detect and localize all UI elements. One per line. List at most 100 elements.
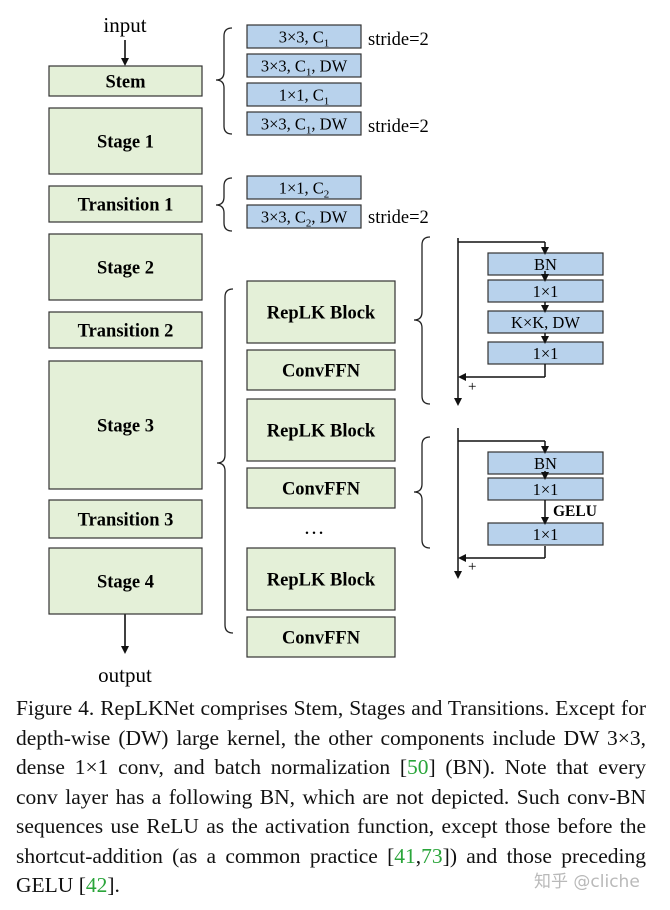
replk-block-1: RepLK Block	[246, 280, 396, 344]
block-stage-2: Stage 2	[48, 233, 203, 301]
stride-label-3: stride=2	[368, 208, 429, 228]
replk-kxk-dw: K×K, DW	[487, 310, 604, 334]
block-stage-1-label: Stage 1	[97, 133, 154, 153]
brace-stage	[216, 288, 234, 634]
stem-conv-4-text: 3×3, C	[261, 115, 306, 134]
convffn-conv1x1-a-label: 1×1	[533, 480, 559, 499]
figure-caption: Figure 4. RepLKNet comprises Stem, Stage…	[16, 694, 646, 901]
stem-conv-2-label: 3×3, C1, DW	[261, 57, 348, 79]
convffn-plus: +	[468, 559, 476, 575]
replk-shortcut	[454, 238, 549, 406]
stem-conv-3-sub: 1	[324, 96, 330, 108]
brace-replk	[413, 236, 431, 405]
cite-50[interactable]: 50	[407, 755, 429, 779]
transition-conv-1-text: 1×1, C	[279, 179, 324, 198]
caption-text-4: ].	[107, 873, 120, 897]
block-stage-4: Stage 4	[48, 547, 203, 615]
block-stage-1: Stage 1	[48, 107, 203, 175]
block-transition-3-label: Transition 3	[78, 511, 174, 531]
ellipsis: …	[304, 515, 325, 539]
block-stem-label: Stem	[105, 73, 146, 93]
convffn-block-3: ConvFFN	[246, 616, 396, 658]
block-stem: Stem	[48, 65, 203, 97]
block-stage-3: Stage 3	[48, 360, 203, 490]
convffn-block-2: ConvFFN	[246, 467, 396, 509]
replk-plus: +	[468, 379, 476, 395]
watermark: 知乎 @cliche	[534, 872, 640, 892]
replk-conv1x1-b: 1×1	[487, 341, 604, 365]
transition-conv-2-label: 3×3, C2, DW	[261, 208, 348, 230]
block-stage-4-label: Stage 4	[97, 573, 154, 593]
convffn-block-2-label: ConvFFN	[282, 480, 361, 500]
replk-bn-label: BN	[534, 255, 557, 274]
stem-conv-1-label: 3×3, C1	[279, 28, 330, 50]
caption-text-3: ]) and those preceding GELU [	[16, 843, 646, 898]
replk-block-2: RepLK Block	[246, 398, 396, 462]
cite-73[interactable]: 73	[421, 843, 443, 868]
stem-conv-3: 1×1, C1	[246, 82, 362, 108]
replk-block-3-label: RepLK Block	[267, 571, 376, 591]
caption-sep: ,	[415, 843, 422, 868]
convffn-block-1-label: ConvFFN	[282, 362, 361, 382]
block-transition-2-label: Transition 2	[78, 322, 174, 342]
transition-detail: 1×1, C23×3, C2, DW	[246, 175, 362, 230]
brace-transition	[215, 177, 233, 232]
convffn-block-1: ConvFFN	[246, 349, 396, 391]
convffn-shortcut	[454, 428, 549, 579]
transition-conv-1-label: 1×1, C2	[279, 179, 330, 201]
transition-conv-1-sub: 2	[324, 189, 330, 201]
replk-block-1-label: RepLK Block	[267, 304, 376, 324]
stem-conv-4-label: 3×3, C1, DW	[261, 115, 348, 137]
cite-42[interactable]: 42	[85, 873, 108, 897]
stem-conv-1-text: 3×3, C	[279, 28, 324, 47]
stride-label-2: stride=2	[368, 117, 429, 137]
transition-conv-2: 3×3, C2, DW	[246, 204, 362, 230]
stem-conv-4-sub: 1	[306, 125, 312, 137]
replk-conv1x1-b-label: 1×1	[533, 344, 559, 363]
stem-conv-1: 3×3, C1	[246, 24, 362, 50]
replk-detail: BN1×1K×K, DW1×1	[487, 252, 604, 365]
stem-conv-2-suffix: , DW	[311, 57, 347, 76]
caption-text-1: Figure 4. RepLKNet comprises Stem, Stage…	[16, 696, 646, 779]
block-stage-3-label: Stage 3	[97, 417, 154, 437]
convffn-bn-label: BN	[534, 454, 557, 473]
stride-label-1: stride=2	[368, 30, 429, 50]
stem-conv-3-text: 1×1, C	[279, 86, 324, 105]
block-stage-2-label: Stage 2	[97, 259, 154, 279]
block-transition-2: Transition 2	[48, 311, 203, 349]
block-transition-3: Transition 3	[48, 499, 203, 539]
stem-conv-2-text: 3×3, C	[261, 57, 306, 76]
brace-stem	[215, 27, 233, 135]
caption-text-2: ] (BN). Note that every conv layer has a…	[16, 755, 647, 868]
stem-conv-2: 3×3, C1, DW	[246, 53, 362, 79]
replk-kxk-dw-label: K×K, DW	[511, 313, 580, 332]
transition-conv-2-suffix: , DW	[311, 208, 347, 227]
transition-conv-2-text: 3×3, C	[261, 208, 306, 227]
replk-block-2-label: RepLK Block	[267, 422, 376, 442]
stem-conv-3-label: 1×1, C1	[279, 86, 330, 108]
output-label: output	[98, 663, 152, 687]
convffn-block-3-label: ConvFFN	[282, 629, 361, 649]
brace-convffn	[413, 436, 431, 549]
gelu-label: GELU	[553, 503, 597, 520]
transition-conv-2-sub: 2	[306, 218, 312, 230]
convffn-conv1x1-b: 1×1	[487, 522, 604, 546]
replk-conv1x1-a-label: 1×1	[533, 282, 559, 301]
transition-conv-1: 1×1, C2	[246, 175, 362, 201]
block-transition-1-label: Transition 1	[78, 196, 174, 216]
stem-detail: 3×3, C13×3, C1, DW1×1, C13×3, C1, DW	[246, 24, 362, 137]
stem-conv-4-suffix: , DW	[311, 115, 347, 134]
stem-conv-1-sub: 1	[324, 38, 330, 50]
stem-conv-4: 3×3, C1, DW	[246, 111, 362, 137]
convffn-detail: BN 1×1 1×1	[487, 451, 604, 546]
convffn-bn: BN	[487, 451, 604, 475]
block-transition-1: Transition 1	[48, 185, 203, 223]
stem-conv-2-sub: 1	[306, 67, 312, 79]
cite-41[interactable]: 41	[394, 843, 416, 868]
input-label: input	[103, 13, 146, 37]
replk-block-3: RepLK Block	[246, 547, 396, 611]
convffn-conv1x1-a: 1×1	[487, 477, 604, 501]
